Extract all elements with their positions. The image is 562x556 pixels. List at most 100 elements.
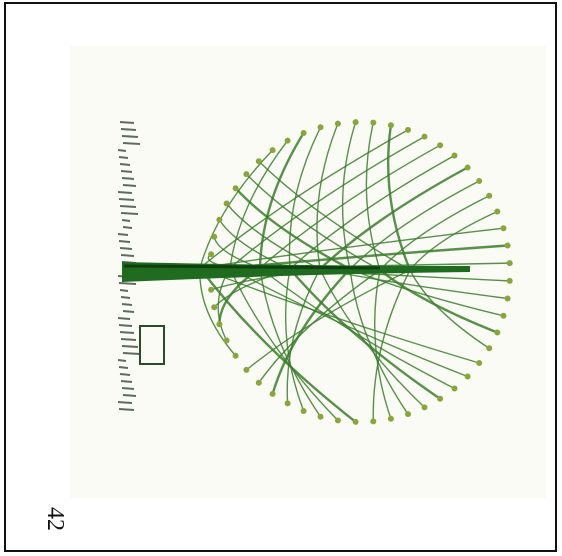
root-stroke <box>121 255 134 256</box>
root-stroke <box>121 339 136 340</box>
root-stroke <box>123 227 132 228</box>
small-box <box>140 326 164 364</box>
root-stroke <box>121 297 130 298</box>
root-stroke <box>119 199 134 200</box>
root-stroke <box>121 171 132 172</box>
root-stroke <box>120 122 134 123</box>
page-number: 42 <box>45 504 65 534</box>
leaf-dot <box>211 234 217 240</box>
leaf-dot <box>452 386 458 392</box>
leaf-dot <box>224 201 230 207</box>
leaf-dot <box>452 153 458 159</box>
leaf-dot <box>353 419 359 425</box>
leaf-dot <box>501 313 507 319</box>
branch <box>350 269 504 316</box>
root-stroke <box>120 332 134 333</box>
root-stroke <box>120 206 136 207</box>
leaf-dot <box>405 411 411 417</box>
leaf-dot <box>301 130 307 136</box>
root-stroke <box>122 388 134 389</box>
leaf-dot <box>233 185 239 191</box>
leaf-dot <box>216 321 222 327</box>
leaf-dot <box>211 304 217 310</box>
root-stroke <box>119 409 134 410</box>
leaf-dot <box>301 408 307 414</box>
leaf-dot <box>243 171 249 177</box>
leaf-dot <box>270 147 276 153</box>
root-stroke <box>123 143 140 144</box>
leaf-dot <box>318 124 324 130</box>
root-stroke <box>122 304 132 305</box>
root-stroke <box>118 360 126 361</box>
leaf-dot <box>437 142 443 148</box>
leaf-dot <box>233 353 239 359</box>
leaf-dot <box>353 119 359 125</box>
branch <box>230 268 338 420</box>
root-stroke <box>121 129 136 130</box>
root-stroke <box>119 283 136 284</box>
root-stroke <box>118 234 128 235</box>
branch <box>214 237 260 268</box>
root-stroke <box>120 164 130 165</box>
leaf-dot <box>208 287 214 293</box>
leaf-dot <box>335 417 341 423</box>
leaf-dot <box>388 416 394 422</box>
leaf-dot <box>285 138 291 144</box>
root-stroke <box>118 402 132 403</box>
leaf-dot <box>370 418 376 424</box>
leaf-dot <box>494 330 500 336</box>
root-stroke <box>122 178 134 179</box>
root-stroke <box>120 374 130 375</box>
root-stroke <box>122 346 138 347</box>
leaf-dot <box>507 278 513 284</box>
leaf-dot <box>476 360 482 366</box>
leaf-dot <box>505 243 511 249</box>
root-stroke <box>122 220 130 221</box>
root-stroke <box>121 381 132 382</box>
branch <box>200 130 408 268</box>
root-stroke <box>120 290 128 291</box>
leaf-dot <box>405 127 411 133</box>
root-stroke <box>119 325 132 326</box>
leaf-dot <box>285 400 291 406</box>
root-stroke <box>123 185 136 186</box>
leaf-dot <box>486 193 492 199</box>
leaf-dot <box>388 122 394 128</box>
root-stroke <box>119 157 128 158</box>
leaf-dot <box>501 225 507 231</box>
root-stroke <box>119 367 128 368</box>
branch <box>350 269 408 414</box>
root-stroke <box>123 311 134 312</box>
leaf-dot <box>476 178 482 184</box>
leaf-dot <box>216 217 222 223</box>
leaf-dot <box>208 251 214 257</box>
leaf-dot <box>507 260 513 266</box>
leaf-dot <box>494 209 500 215</box>
root-stroke <box>123 395 136 396</box>
leaf-dot <box>422 134 428 140</box>
leaf-dot <box>335 121 341 127</box>
leaf-dot <box>318 414 324 420</box>
leaf-dot <box>465 165 471 171</box>
leaf-dot <box>486 345 492 351</box>
root-stroke <box>118 150 126 151</box>
root-stroke <box>121 213 138 214</box>
branch <box>200 268 356 422</box>
leaf-dot <box>270 391 276 397</box>
leaf-dot <box>224 338 230 344</box>
root-stroke <box>118 192 132 193</box>
leaf-dot <box>505 296 511 302</box>
leaf-dot <box>243 367 249 373</box>
leaf-dot <box>437 396 443 402</box>
root-stroke <box>118 318 130 319</box>
leaf-dot <box>465 374 471 380</box>
branch <box>410 212 497 271</box>
root-stroke <box>123 353 140 354</box>
leaf-dot <box>256 380 262 386</box>
root-stroke <box>120 248 132 249</box>
leaf-dot <box>256 158 262 164</box>
root-stroke <box>119 241 130 242</box>
leaf-dot <box>422 404 428 410</box>
root-stroke <box>122 136 138 137</box>
